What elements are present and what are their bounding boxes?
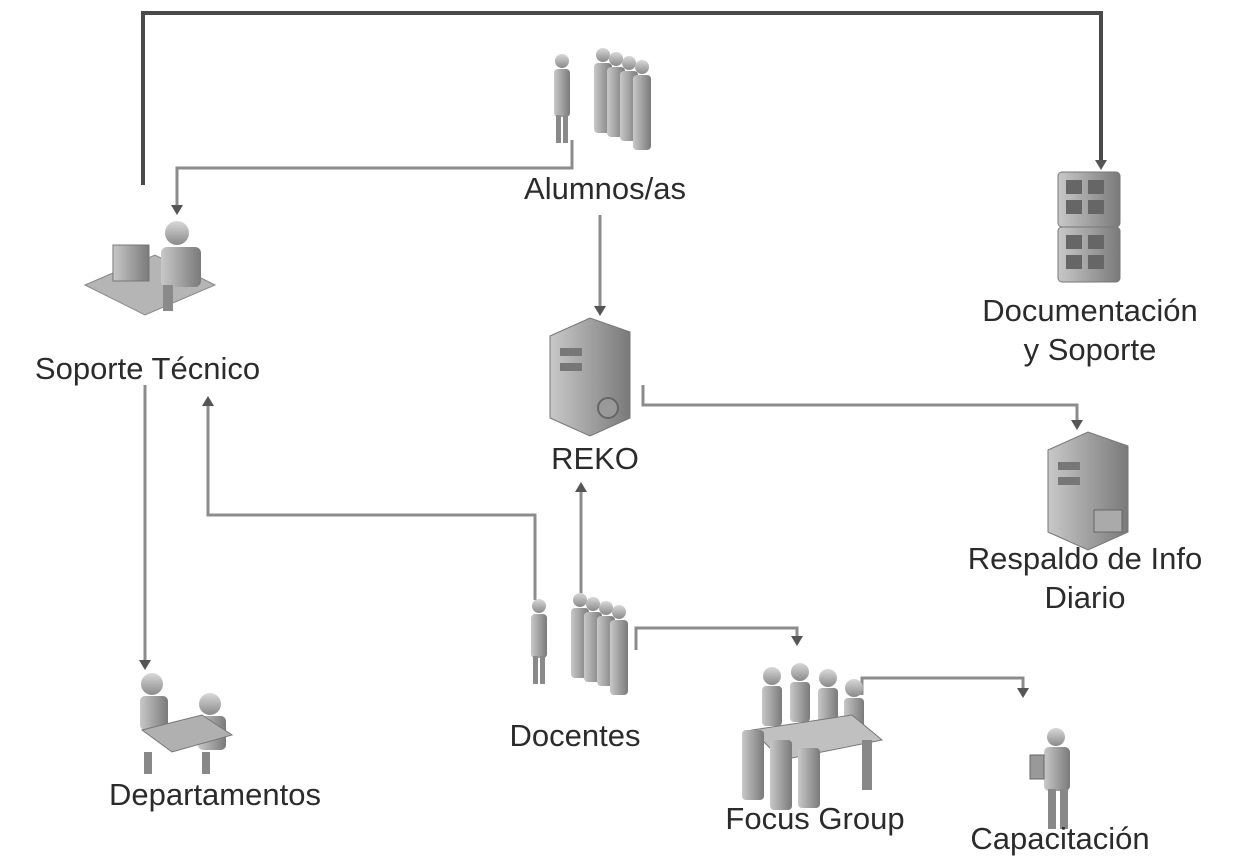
conference-table-icon (742, 663, 884, 810)
label-documentacion-line2: y Soporte (1023, 331, 1157, 367)
label-docentes: Docentes (509, 718, 641, 753)
backup-server-icon (1047, 431, 1129, 551)
arrowhead (1017, 688, 1029, 698)
server-rack-icon (1057, 171, 1121, 283)
label-documentacion: Documentación y Soporte (950, 292, 1230, 370)
technician-workstation-icon (83, 221, 217, 316)
arrowhead (1095, 160, 1107, 170)
arrowhead (791, 636, 803, 646)
connector-reko-respaldo (641, 385, 1079, 422)
label-respaldo-line2: Diario (1044, 579, 1126, 615)
meeting-desk-icon (140, 673, 234, 774)
label-focus-group: Focus Group (725, 801, 905, 836)
arrowhead (1071, 420, 1083, 430)
connector-docentes-soporte (206, 405, 537, 600)
label-departamentos: Departamentos (109, 777, 321, 812)
label-soporte-tecnico: Soporte Técnico (34, 351, 261, 386)
arrowhead (594, 306, 606, 316)
connector-docentes-focus (634, 626, 799, 650)
label-capacitacion: Capacitación (970, 821, 1150, 856)
label-respaldo: Respaldo de Info Diario (940, 540, 1230, 618)
people-group-icon (531, 593, 628, 695)
label-respaldo-line1: Respaldo de Info (967, 541, 1203, 576)
presenter-icon (1029, 728, 1070, 829)
arrowhead (202, 396, 214, 406)
arrowhead (171, 205, 183, 215)
server-tower-icon (549, 317, 631, 437)
connector-alumnos-soporte (175, 140, 574, 205)
connector-focus-capacitacion (860, 676, 1025, 695)
label-alumnos: Alumnos/as (524, 171, 686, 206)
arrowhead (139, 660, 151, 670)
label-documentacion-line1: Documentación (982, 293, 1198, 328)
people-group-icon (554, 48, 651, 150)
arrowhead (575, 482, 587, 492)
label-reko: REKO (551, 441, 639, 476)
connector-soporte-documentacion (141, 11, 1103, 185)
